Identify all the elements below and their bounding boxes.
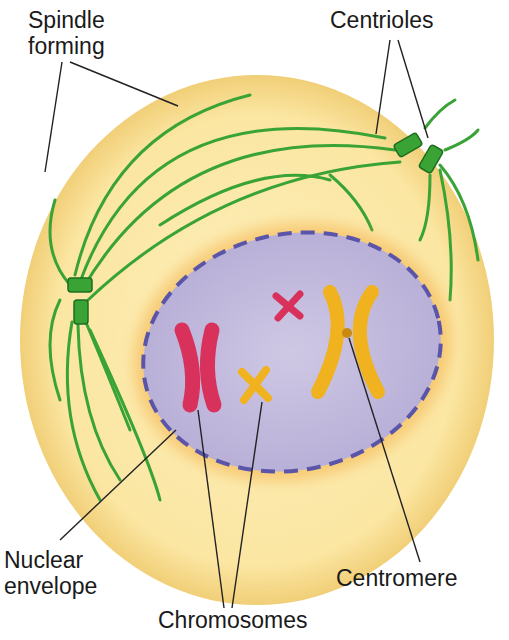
small-red-chromosome xyxy=(276,294,300,318)
nuclear-envelope xyxy=(121,205,464,498)
leader-lines xyxy=(45,40,428,608)
part-label: Nuclear envelope xyxy=(4,548,114,600)
large-yellow-chromosome xyxy=(318,292,378,392)
centromere xyxy=(342,328,352,338)
part-label: Centromere xyxy=(336,566,504,592)
cell-body xyxy=(20,75,494,605)
spindle-fibres xyxy=(50,95,478,500)
part-label: Centrioles xyxy=(330,8,490,34)
centrioles xyxy=(68,132,444,324)
red-chromosome xyxy=(182,330,214,405)
part-label: Chromosomes xyxy=(158,608,358,634)
small-yellow-chromosome xyxy=(242,370,268,400)
part-label: Spindle forming xyxy=(28,8,148,60)
nucleus-glow xyxy=(109,194,475,511)
chromosomes xyxy=(182,292,378,405)
